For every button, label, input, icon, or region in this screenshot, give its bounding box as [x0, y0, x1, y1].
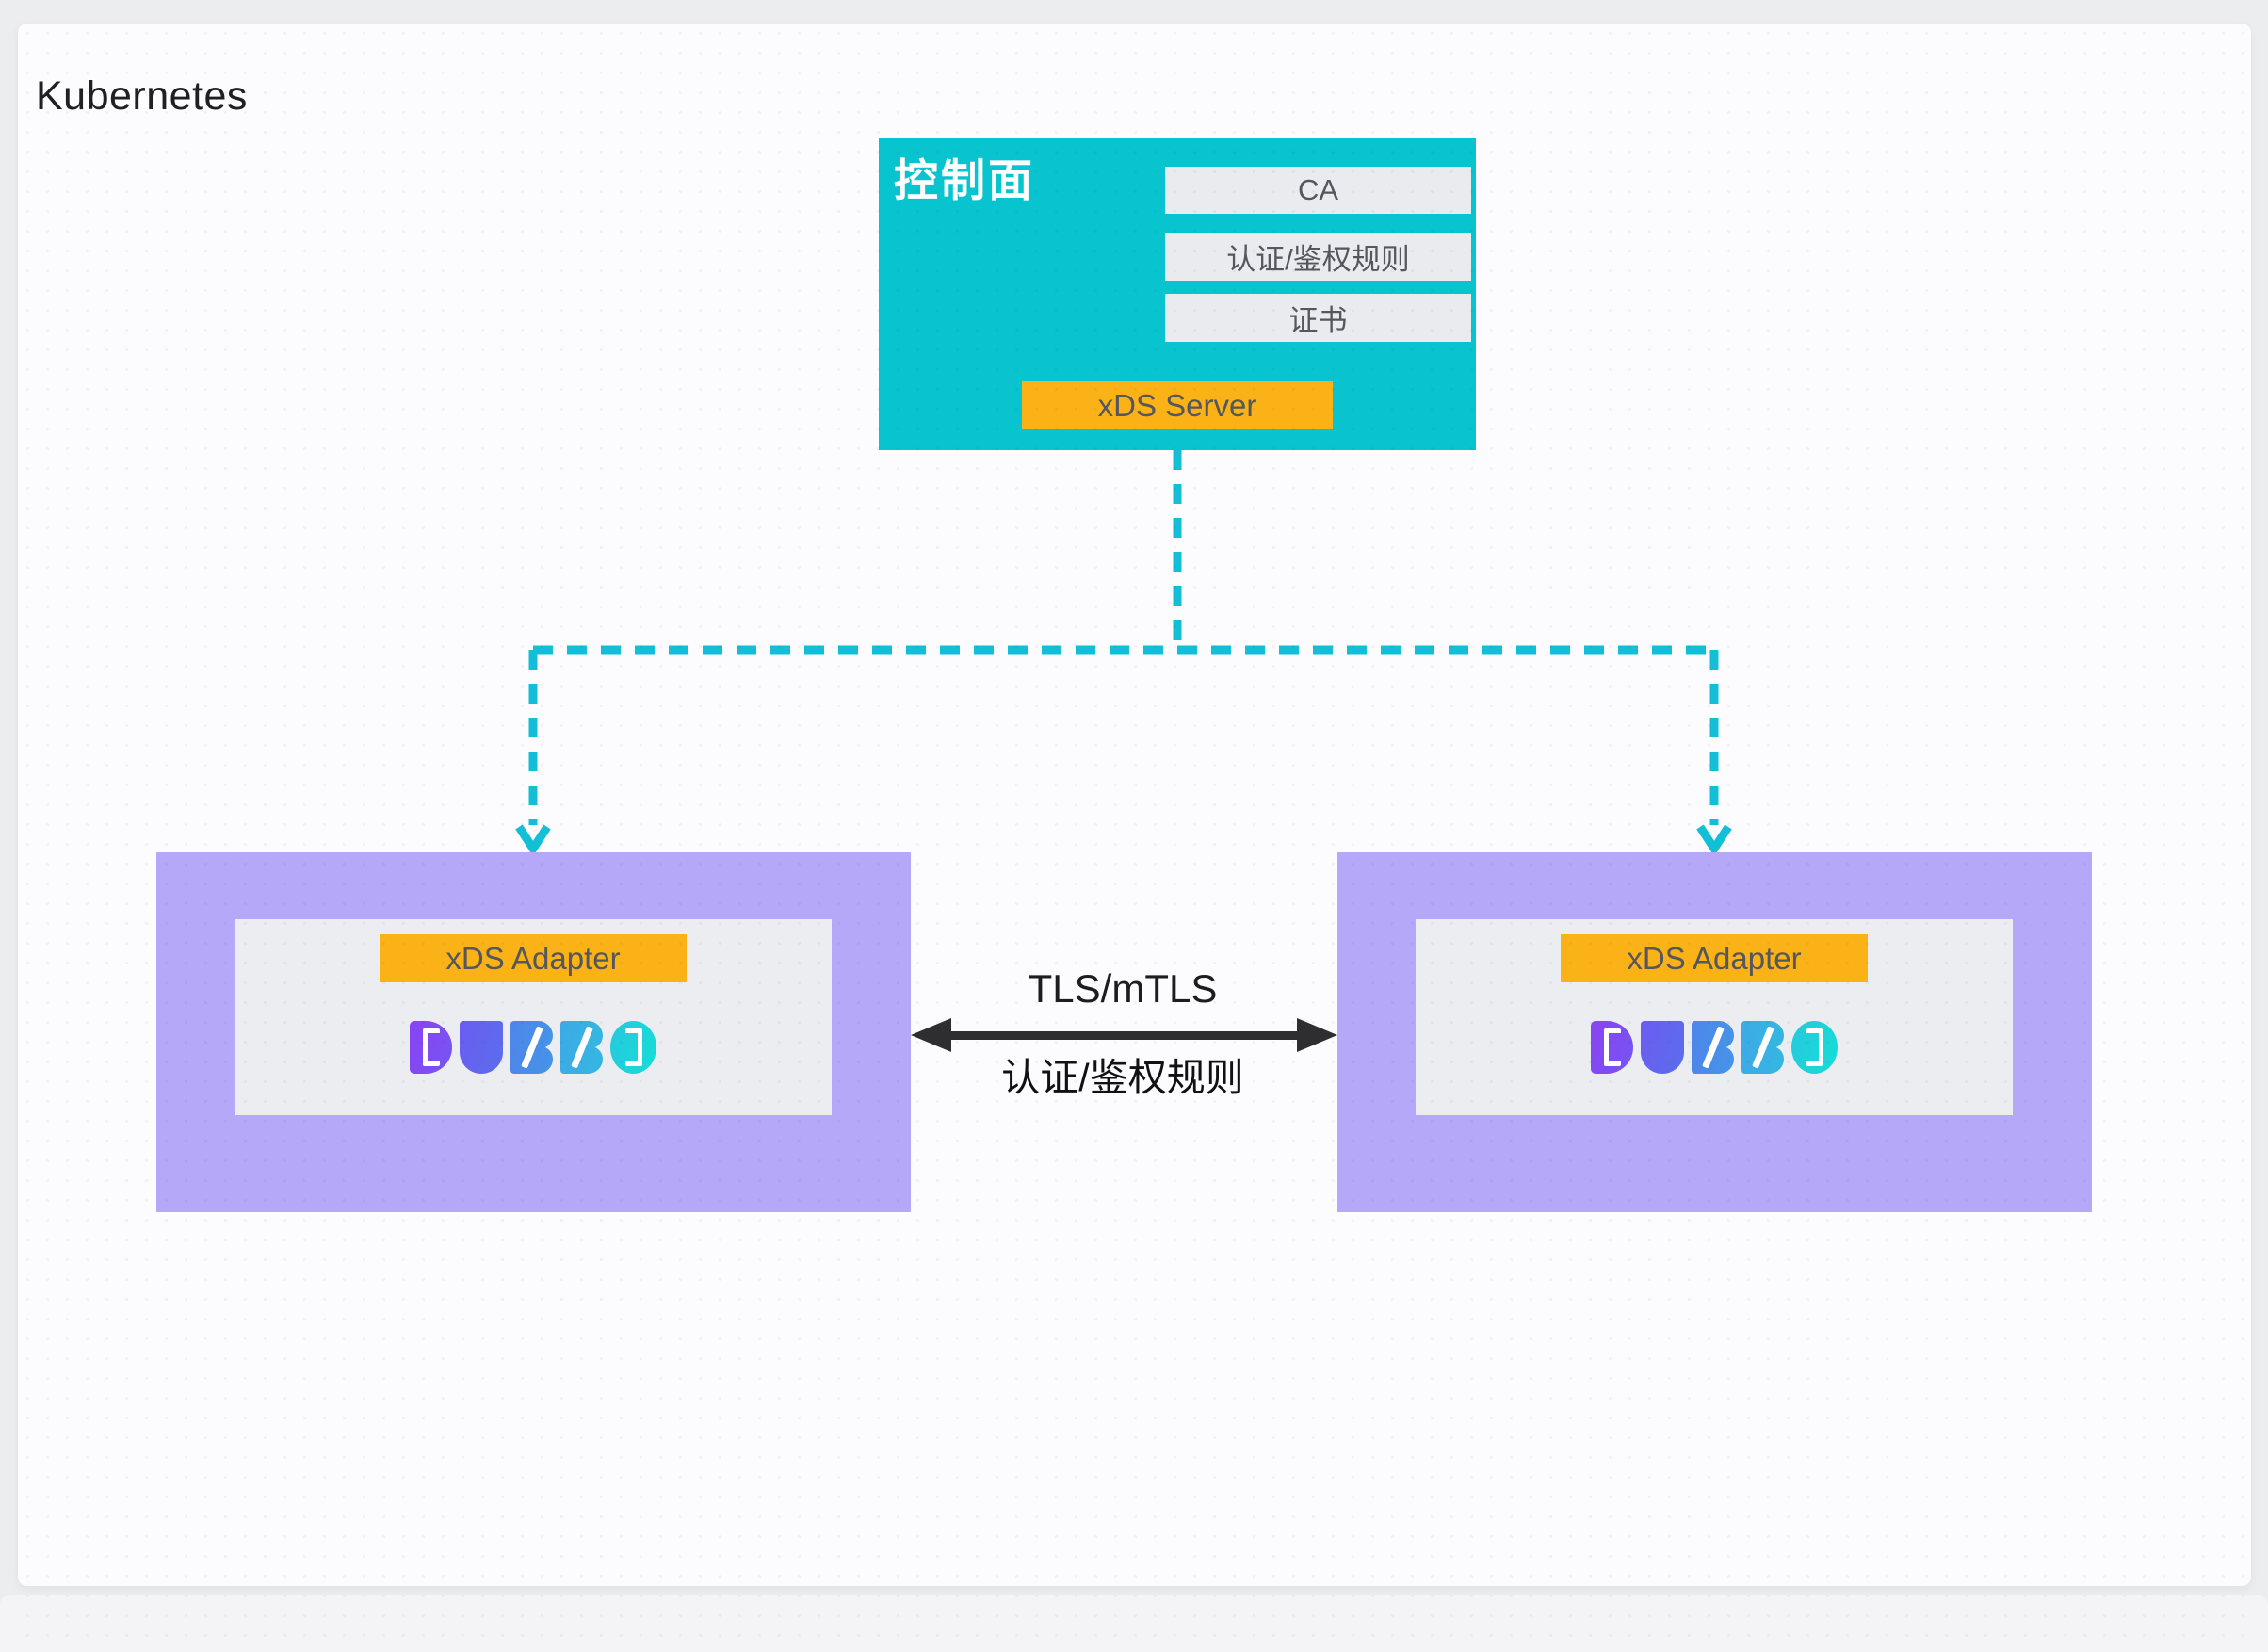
- bracket-left-icon: [422, 1028, 440, 1066]
- dubbo-letter-o-icon: [610, 1021, 656, 1074]
- bracket-left-icon: [1603, 1028, 1621, 1066]
- kubernetes-label: Kubernetes: [36, 73, 248, 119]
- tls-protocol-label: TLS/mTLS: [1028, 966, 1218, 1011]
- xds-adapter-box-left: xDS Adapter: [380, 934, 687, 982]
- dubbo-letter-b-icon: [510, 1021, 553, 1074]
- chevron-down-icon-left: [515, 824, 551, 857]
- dubbo-letter-d-icon: [1591, 1021, 1633, 1074]
- bracket-right-icon: [624, 1028, 642, 1066]
- pod-right-inner: xDS Adapter: [1416, 919, 2013, 1115]
- dubbo-letter-o-icon: [1791, 1021, 1838, 1074]
- control-plane-title: 控制面: [894, 155, 1035, 205]
- background-strip: [0, 1595, 2268, 1652]
- bracket-right-icon: [1806, 1028, 1823, 1066]
- xds-server-box: xDS Server: [1022, 381, 1333, 429]
- pod-right: xDS Adapter: [1337, 852, 2092, 1212]
- dubbo-letter-b-icon: [560, 1021, 603, 1074]
- control-plane-item-auth-rules: 认证/鉴权规则: [1165, 233, 1471, 281]
- dubbo-letter-u-icon: [460, 1021, 503, 1074]
- tls-arrowhead-right: [1297, 1018, 1337, 1052]
- tls-arrow-shaft: [944, 1031, 1305, 1040]
- control-plane-box: 控制面 CA 认证/鉴权规则 证书 xDS Server: [879, 138, 1476, 450]
- tls-arrowhead-left: [911, 1018, 951, 1052]
- pod-left: xDS Adapter: [156, 852, 911, 1212]
- control-plane-item-cert: 证书: [1165, 294, 1471, 342]
- control-plane-item-ca: CA: [1165, 167, 1471, 214]
- dubbo-logo: [410, 1021, 656, 1074]
- xds-adapter-box-right: xDS Adapter: [1561, 934, 1868, 982]
- pod-left-inner: xDS Adapter: [235, 919, 832, 1115]
- auth-rules-label: 认证/鉴权规则: [1001, 1056, 1244, 1099]
- chevron-down-icon-right: [1696, 824, 1732, 857]
- dubbo-letter-d-icon: [410, 1021, 452, 1074]
- dubbo-letter-b-icon: [1742, 1021, 1784, 1074]
- dubbo-letter-u-icon: [1641, 1021, 1684, 1074]
- dubbo-letter-b-icon: [1692, 1021, 1734, 1074]
- dubbo-logo: [1591, 1021, 1838, 1074]
